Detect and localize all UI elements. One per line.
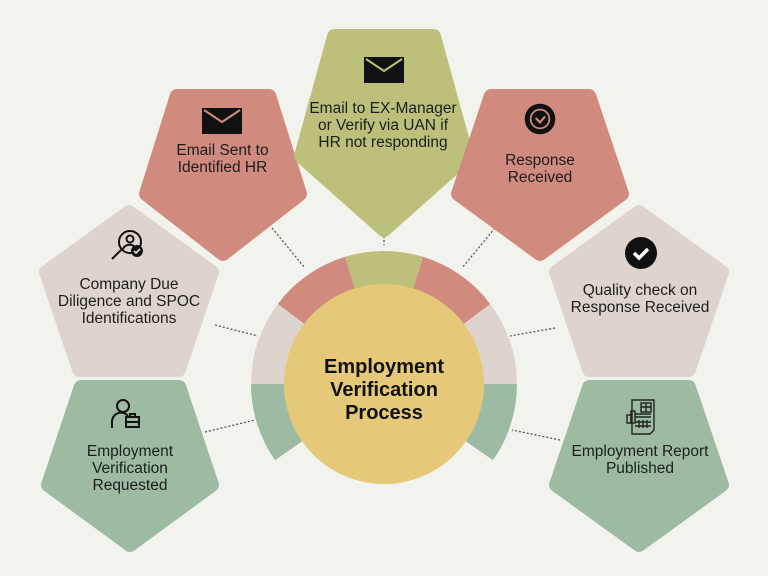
- step-label-6: Quality check on Response Received: [570, 282, 710, 316]
- step-pentagon-2: [39, 205, 219, 377]
- step-label-7: Employment Report Published: [571, 443, 709, 477]
- person-search-icon: [111, 230, 143, 260]
- step-pentagon-7: [549, 380, 729, 552]
- center-circle: [284, 284, 484, 484]
- step-pentagon-1: [41, 380, 219, 552]
- check-circle-outline-icon: [524, 103, 556, 135]
- step-pentagon-5: [451, 89, 629, 261]
- center-title: Employment Verification Process: [323, 356, 445, 424]
- step-label-1: Employment Verification Requested: [86, 443, 174, 494]
- step-pentagon-3: [139, 89, 307, 261]
- envelope-icon: [202, 108, 242, 134]
- connector-1: [204, 419, 256, 433]
- connector-5: [461, 227, 496, 269]
- step-label-2: Company Due Diligence and SPOC Identific…: [57, 276, 201, 327]
- connectors: [204, 200, 561, 441]
- connector-6: [509, 327, 556, 337]
- step-pentagon-6: [549, 205, 729, 377]
- envelope-icon-2: [364, 57, 404, 83]
- step-pentagon-4: [294, 29, 474, 237]
- person-briefcase-icon: [110, 399, 140, 428]
- connector-3: [271, 227, 306, 269]
- step-label-4: Email to EX-Manager or Verify via UAN if…: [309, 100, 457, 151]
- step-label-3: Email Sent to Identified HR: [176, 142, 269, 176]
- step-label-5: Response Received: [505, 152, 575, 186]
- connector-2: [214, 324, 259, 337]
- connector-7: [511, 429, 561, 441]
- check-circle-icon: [625, 237, 657, 269]
- report-icon: [626, 399, 655, 435]
